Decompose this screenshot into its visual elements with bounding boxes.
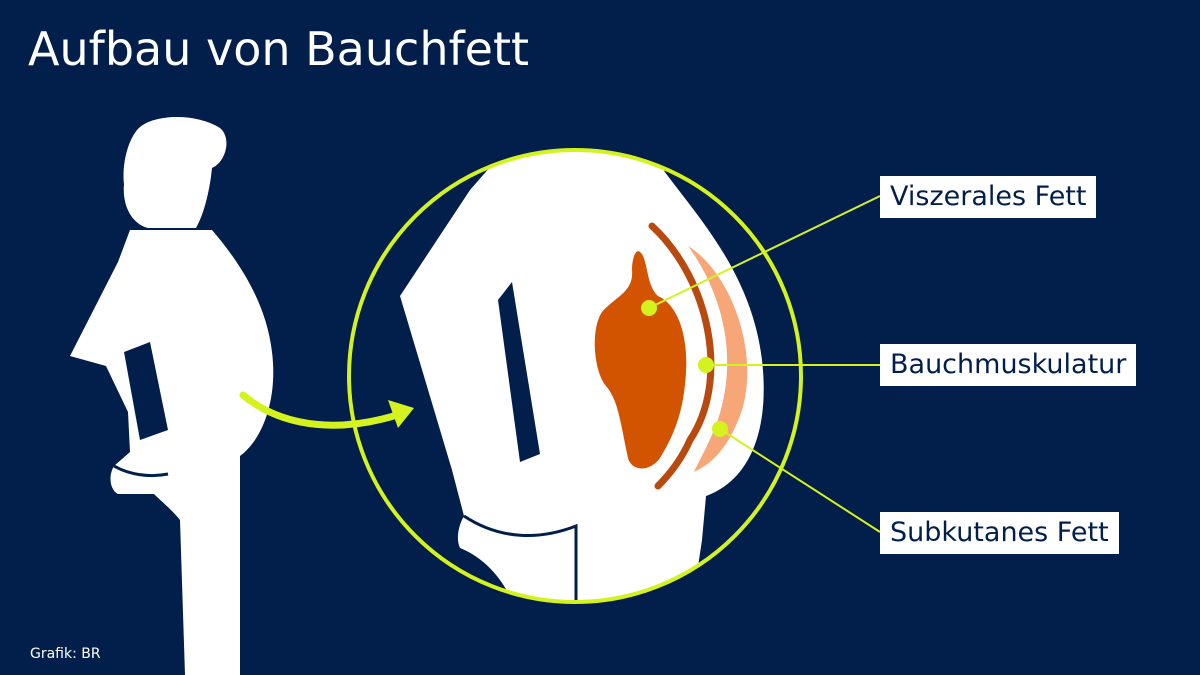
person-body (70, 230, 274, 675)
zoom-torso (400, 150, 764, 602)
visceral-fat-leader (648, 195, 881, 309)
arrow-head (388, 400, 414, 428)
zoom-arrow (239, 391, 414, 429)
abdominal-muscle-band (648, 222, 715, 490)
page-title: Aufbau von Bauchfett (28, 22, 530, 76)
subcutaneous-fat-leader (719, 428, 881, 533)
image-credit: Grafik: BR (30, 646, 101, 662)
person-head (123, 116, 227, 228)
zoom-pocket (463, 514, 578, 602)
person-silhouette (70, 116, 274, 675)
visceral-fat-shape (594, 251, 687, 469)
zoom-arm-gap (498, 282, 540, 462)
label-visceral-fat: Viszerales Fett (880, 176, 1097, 218)
subcutaneous-fat-shape (688, 246, 748, 472)
person-pocket-line (113, 464, 169, 478)
label-subcutaneous-fat: Subkutanes Fett (880, 512, 1119, 554)
zoom-circle (347, 148, 803, 604)
label-abdominal-muscles: Bauchmuskulatur (880, 344, 1137, 386)
arrow-curve (239, 391, 404, 429)
leader-lines (648, 195, 881, 533)
person-arm-line (124, 342, 168, 440)
zoom-circle-outline (347, 148, 803, 604)
